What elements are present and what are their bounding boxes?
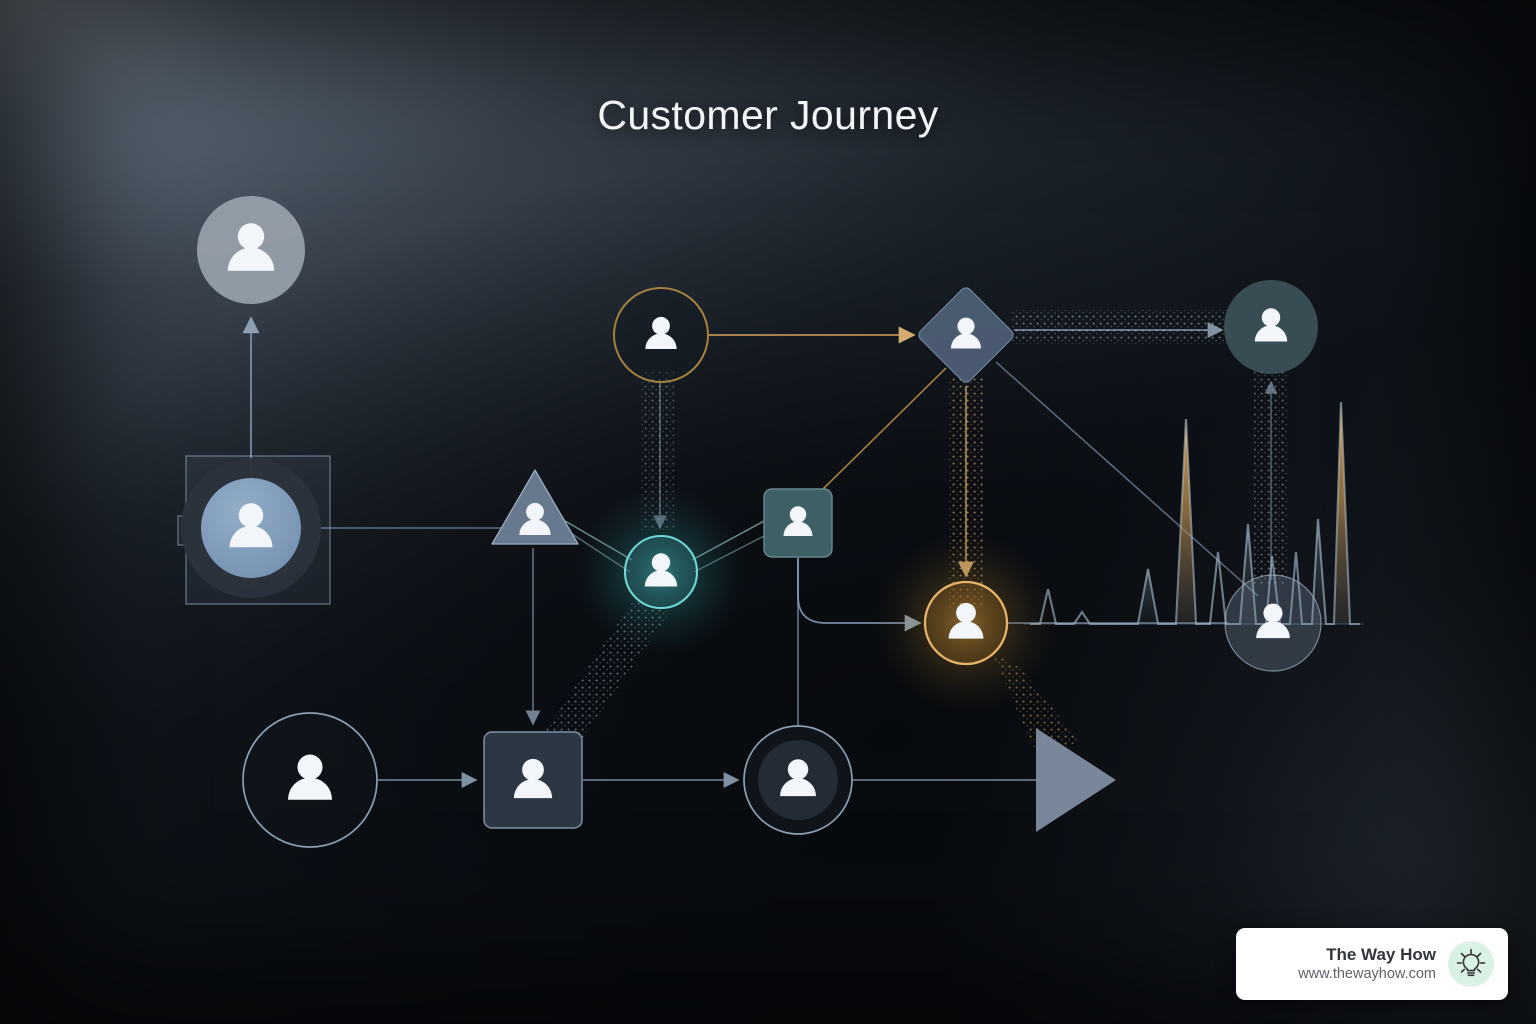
node-circle-amber-outline[interactable] (613, 287, 709, 383)
edge-n8-to-n11 (995, 361, 1259, 597)
node-diamond-decision[interactable] (917, 286, 1016, 385)
node-circle-ring-bottom[interactable] (743, 725, 853, 835)
node-square-bottom[interactable] (483, 731, 583, 829)
page-title: Customer Journey (597, 92, 939, 138)
node-square-steel[interactable] (763, 488, 833, 558)
node-circle-top-right[interactable] (1224, 280, 1318, 374)
node-ring-framed[interactable] (181, 458, 321, 598)
watermark-url: www.thewayhow.com (1298, 965, 1436, 982)
edge-n6-to-n8 (821, 367, 947, 491)
node-circle-top-left[interactable] (197, 196, 305, 304)
edge-n8-to-n9 (1012, 310, 1227, 344)
node-triangle-endpoint[interactable] (1036, 728, 1116, 832)
node-conversion-amber[interactable] (923, 580, 1009, 666)
node-triangle-left[interactable] (491, 469, 579, 545)
watermark-text: The Way How www.thewayhow.com (1298, 945, 1436, 983)
node-circle-outline-bottom-left[interactable] (242, 712, 378, 848)
watermark-badge[interactable]: The Way How www.thewayhow.com (1236, 928, 1508, 1000)
watermark-title: The Way How (1326, 944, 1436, 964)
node-circle-bottom-right[interactable] (1224, 574, 1322, 672)
node-hub-teal[interactable] (623, 534, 699, 610)
edge-n9-to-n11 (1254, 370, 1288, 585)
chart-peaks (1024, 401, 1364, 626)
lightbulb-icon (1448, 941, 1494, 987)
